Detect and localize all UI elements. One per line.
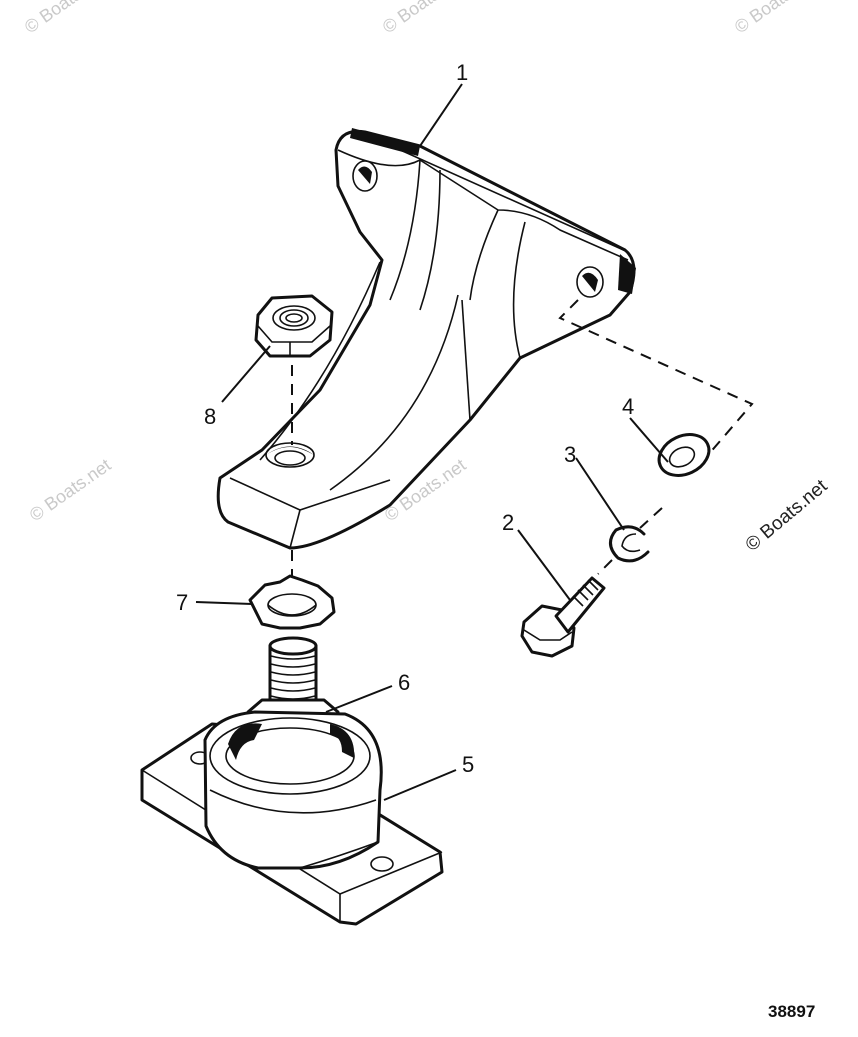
watermark: © Boats.net bbox=[731, 0, 820, 37]
watermark: © Boats.net bbox=[21, 0, 110, 37]
watermark: © Boats.net bbox=[26, 455, 115, 525]
callout-1: 1 bbox=[456, 60, 468, 85]
leader-lines bbox=[195, 83, 669, 801]
callouts: 1 2 3 4 5 6 7 8 bbox=[176, 60, 634, 777]
callout-3: 3 bbox=[564, 442, 576, 467]
isolator-mount bbox=[140, 710, 444, 926]
mount-bracket bbox=[216, 128, 636, 550]
assembly-path bbox=[639, 507, 663, 529]
assembly-path bbox=[558, 299, 754, 456]
callout-4: 4 bbox=[622, 394, 634, 419]
figure-number: 38897 bbox=[768, 1002, 815, 1021]
callout-6: 6 bbox=[398, 670, 410, 695]
tab-washer bbox=[248, 574, 336, 630]
callout-5: 5 bbox=[462, 752, 474, 777]
callout-2: 2 bbox=[502, 510, 514, 535]
assembly-path bbox=[597, 559, 613, 575]
callout-7: 7 bbox=[176, 590, 188, 615]
hex-nut bbox=[254, 294, 334, 358]
hex-bolt bbox=[520, 576, 606, 658]
flat-washer bbox=[657, 433, 711, 477]
watermark-side: © Boats.net bbox=[742, 475, 832, 556]
watermark: © Boats.net bbox=[379, 0, 468, 37]
callout-8: 8 bbox=[204, 404, 216, 429]
lock-washer bbox=[609, 525, 650, 563]
